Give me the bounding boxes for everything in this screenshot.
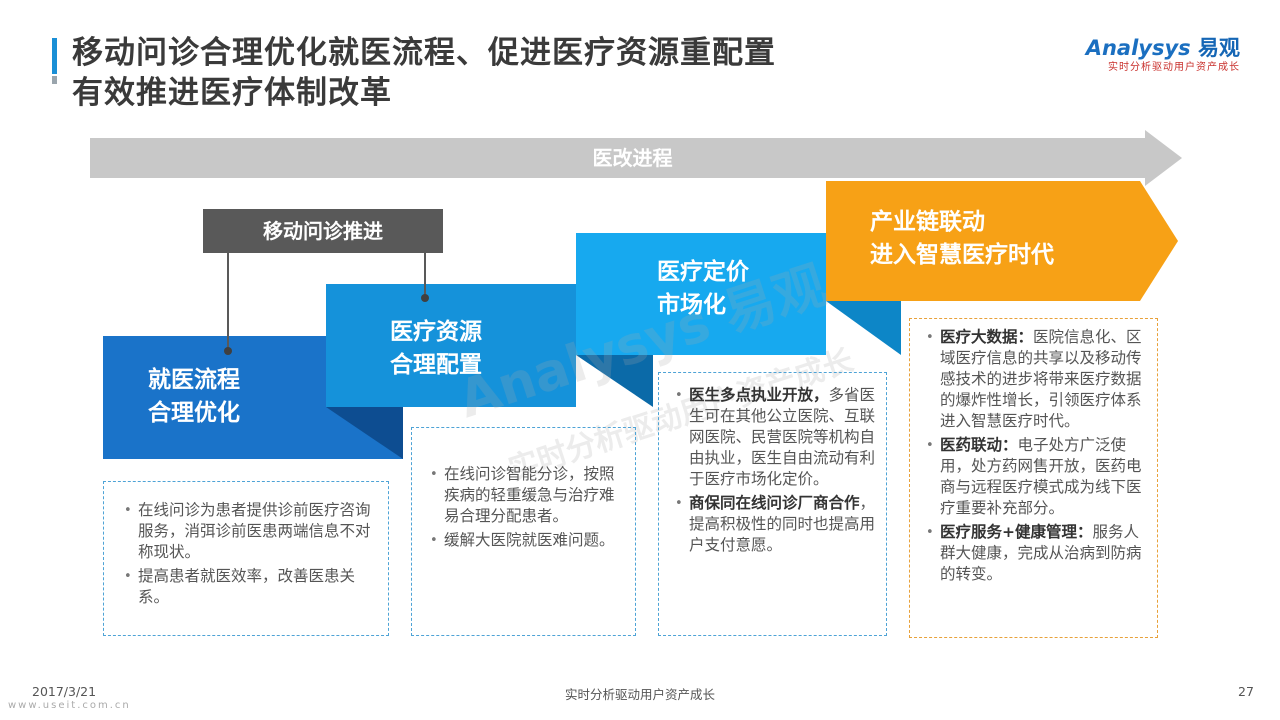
- step3-fold: [576, 355, 653, 407]
- logo-brand-en: Analysys: [1085, 36, 1191, 60]
- footer-site: www.useit.com.cn: [8, 700, 131, 711]
- step4-block: [826, 181, 1178, 301]
- badge-stem-right: [424, 253, 426, 297]
- page-number: 27: [1238, 684, 1254, 699]
- mobile-consult-badge: 移动问诊推进: [203, 209, 443, 253]
- logo-slogan: 实时分析驱动用户资产成长: [1108, 62, 1240, 73]
- logo-brand-cn: 易观: [1198, 36, 1240, 60]
- badge-stem-dot-right: [421, 294, 429, 302]
- list-item: 在线问诊为患者提供诊前医疗咨询服务，消弭诊前医患两端信息不对称现状。: [122, 500, 374, 563]
- list-item: 医药联动：电子处方广泛使用，处方药网售开放，医药电商与远程医疗模式成为线下医疗重…: [924, 435, 1147, 519]
- list-item: 在线问诊智能分诊，按照疾病的轻重缓急与治疗难易合理分配患者。: [428, 464, 625, 527]
- step2-label: 医疗资源 合理配置: [390, 319, 482, 378]
- page-title-line1: 移动问诊合理优化就医流程、促进医疗资源重配置: [72, 35, 776, 71]
- footer-date: 2017/3/21: [32, 684, 97, 699]
- step1-label: 就医流程 合理优化: [148, 367, 240, 426]
- step3-block: [576, 233, 826, 355]
- step4-description-box: 医疗大数据：医院信息化、区域医疗信息的共享以及移动传感技术的进步将带来医疗数据的…: [909, 318, 1158, 638]
- badge-stem-dot-left: [224, 347, 232, 355]
- brand-logo: Analysys 易观 实时分析驱动用户资产成长: [1040, 36, 1240, 76]
- step1-description-box: 在线问诊为患者提供诊前医疗咨询服务，消弭诊前医患两端信息不对称现状。 提高患者就…: [103, 481, 389, 636]
- footer-slogan: 实时分析驱动用户资产成长: [564, 687, 715, 702]
- title-accent-bar: [52, 38, 57, 74]
- step2-block: [326, 284, 576, 407]
- list-item: 医生多点执业开放，多省医生可在其他公立医院、互联网医院、民营医院等机构自由执业，…: [673, 385, 876, 490]
- step2-fold: [326, 407, 403, 459]
- page-title-line2: 有效推进医疗体制改革: [72, 75, 392, 111]
- list-item: 缓解大医院就医难问题。: [428, 530, 625, 551]
- title-accent-bar-secondary: [52, 76, 57, 84]
- step4-fold: [826, 301, 901, 355]
- list-item: 医疗大数据：医院信息化、区域医疗信息的共享以及移动传感技术的进步将带来医疗数据的…: [924, 327, 1147, 432]
- step3-description-box: 医生多点执业开放，多省医生可在其他公立医院、互联网医院、民营医院等机构自由执业，…: [658, 372, 887, 636]
- badge-stem-left: [227, 253, 229, 349]
- step4-label: 产业链联动 进入智慧医疗时代: [870, 209, 1054, 268]
- progress-arrow-label: 医改进程: [592, 146, 673, 170]
- page-title: 移动问诊合理优化就医流程、促进医疗资源重配置 有效推进医疗体制改革: [72, 33, 776, 113]
- list-item: 商保同在线问诊厂商合作，提高积极性的同时也提高用户支付意愿。: [673, 493, 876, 556]
- step2-description-box: 在线问诊智能分诊，按照疾病的轻重缓急与治疗难易合理分配患者。 缓解大医院就医难问…: [411, 427, 636, 636]
- list-item: 提高患者就医效率，改善医患关系。: [122, 566, 374, 608]
- progress-arrow: [90, 130, 1182, 186]
- list-item: 医疗服务+健康管理：服务人群大健康，完成从治病到防病的转变。: [924, 522, 1147, 585]
- step3-label: 医疗定价 市场化: [657, 259, 749, 318]
